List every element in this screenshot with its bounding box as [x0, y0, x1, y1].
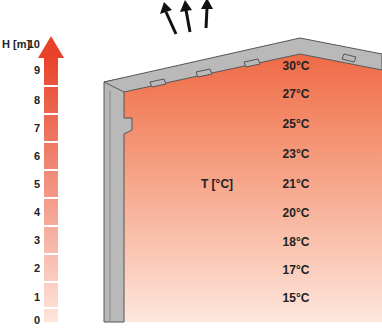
scale-number: 1 — [34, 292, 40, 303]
scale-number: 0 — [34, 315, 40, 326]
scale-number: 4 — [34, 207, 40, 218]
temperature-value: 27°C — [283, 88, 310, 100]
temperature-value: 21°C — [283, 178, 310, 190]
scale-number: 2 — [34, 263, 40, 274]
temperature-value: 23°C — [283, 148, 310, 160]
temperature-value: 20°C — [283, 207, 310, 219]
temperature-value: 25°C — [283, 118, 310, 130]
wall — [104, 78, 132, 322]
heated-air — [124, 54, 382, 322]
axis-title: H [m] — [2, 39, 30, 50]
height-scale — [38, 36, 64, 322]
temperature-label: T [°C] — [201, 178, 233, 190]
scale-number: 10 — [28, 39, 40, 50]
scale-number: 6 — [34, 151, 40, 162]
temperature-value: 15°C — [283, 292, 310, 304]
temperature-value: 18°C — [283, 236, 310, 248]
scale-number: 5 — [34, 179, 40, 190]
scale-number: 3 — [34, 235, 40, 246]
roof — [104, 38, 382, 92]
heat-loss-arrows — [160, 0, 213, 34]
scale-number: 9 — [34, 65, 40, 76]
roof-ribs — [150, 54, 356, 87]
wall-line — [110, 90, 111, 322]
temperature-value: 30°C — [283, 60, 310, 72]
scale-number: 7 — [34, 123, 40, 134]
temperature-value: 17°C — [283, 264, 310, 276]
scale-number: 8 — [34, 95, 40, 106]
